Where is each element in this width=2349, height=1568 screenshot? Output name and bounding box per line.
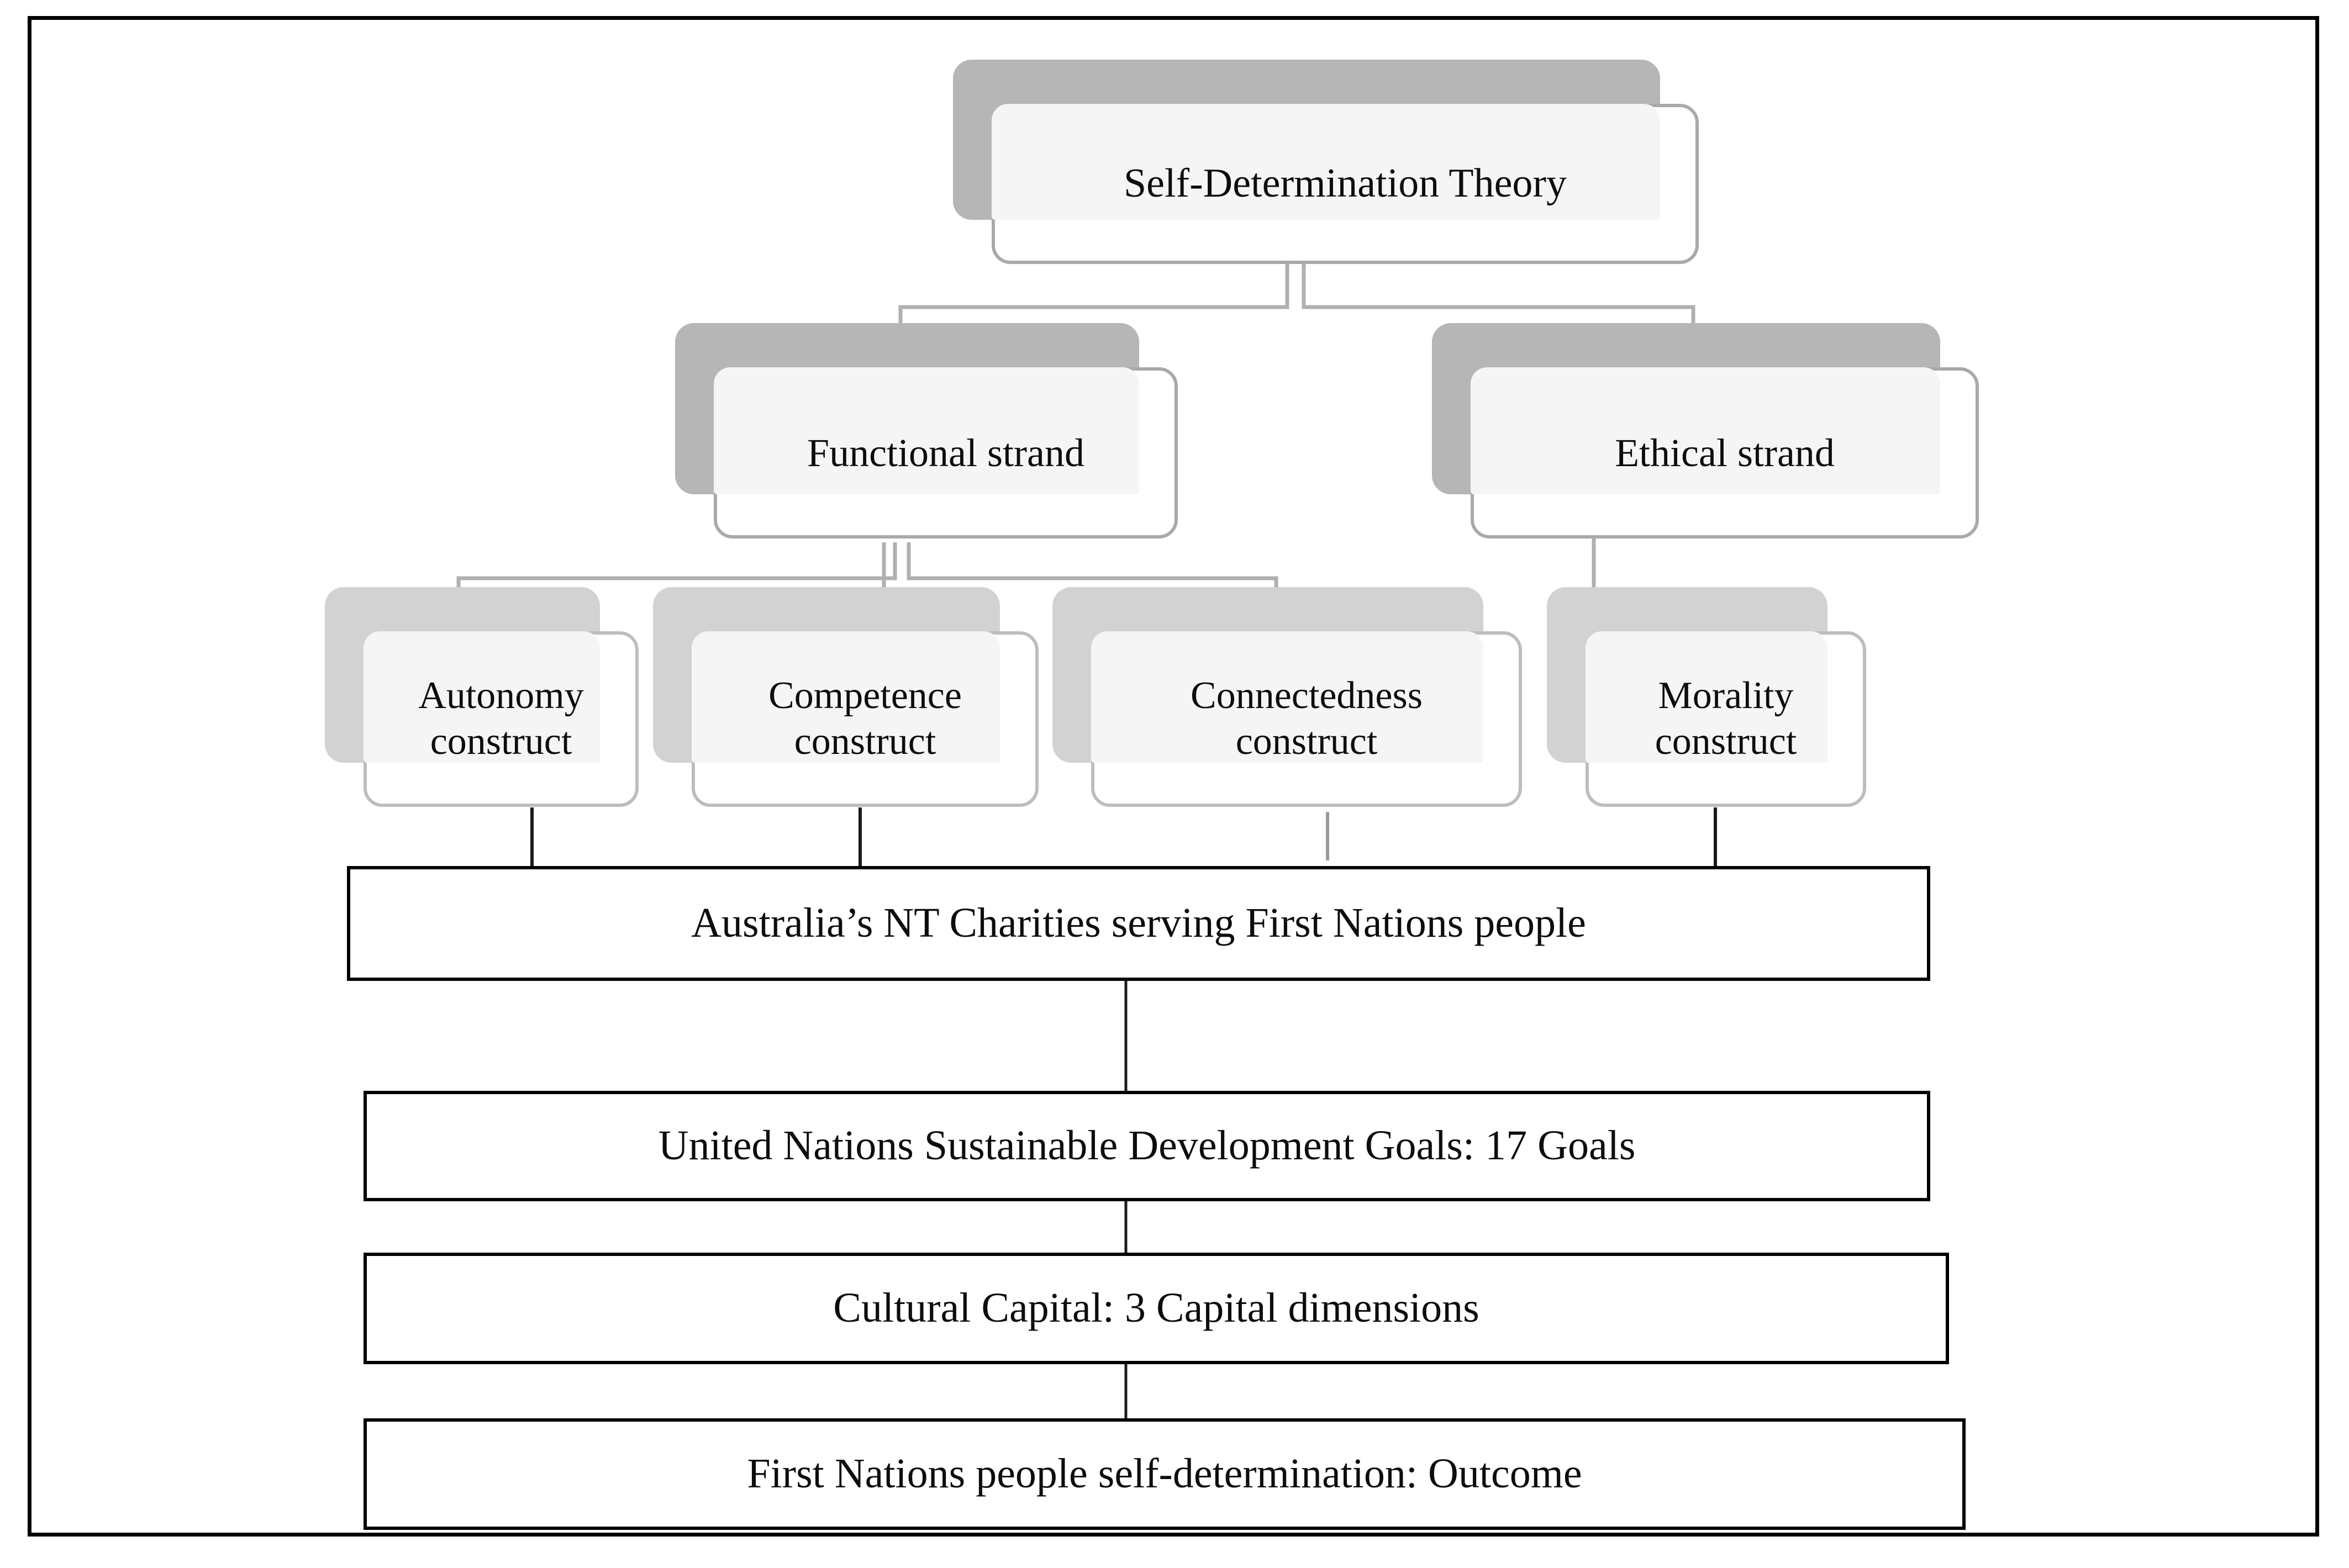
node-connectedness-construct[interactable]: Connectedness construct	[1052, 587, 1522, 807]
node-functional-strand[interactable]: Functional strand	[675, 323, 1178, 538]
node-sheen	[692, 631, 1000, 763]
node-cultural-capital[interactable]: Cultural Capital: 3 Capital dimensions	[364, 1253, 1949, 1364]
node-label: Morality construct	[1655, 674, 1797, 763]
node-competence-construct[interactable]: Competence construct	[653, 587, 1039, 807]
node-sheen	[1471, 367, 1940, 494]
node-un-sdg[interactable]: United Nations Sustainable Development G…	[364, 1091, 1930, 1201]
node-sheen	[364, 631, 600, 763]
node-label: United Nations Sustainable Development G…	[658, 1122, 1636, 1169]
node-label: Connectedness construct	[1191, 674, 1423, 763]
node-morality-construct[interactable]: Morality construct	[1547, 587, 1866, 807]
node-self-determination-theory[interactable]: Self-Determination Theory	[953, 60, 1699, 264]
node-label: Cultural Capital: 3 Capital dimensions	[833, 1285, 1479, 1332]
node-label: Ethical strand	[1615, 430, 1835, 475]
node-autonomy-construct[interactable]: Autonomy construct	[325, 587, 639, 807]
node-sheen	[992, 104, 1660, 220]
node-nt-charities[interactable]: Australia’s NT Charities serving First N…	[347, 866, 1930, 981]
node-label: Functional strand	[807, 430, 1084, 475]
node-first-nations-outcome[interactable]: First Nations people self-determination:…	[364, 1418, 1966, 1530]
node-label: Competence construct	[768, 674, 962, 763]
node-label: Self-Determination Theory	[1123, 161, 1567, 207]
node-label: First Nations people self-determination:…	[747, 1450, 1582, 1497]
figure-outer-border	[28, 16, 2319, 1537]
node-ethical-strand[interactable]: Ethical strand	[1432, 323, 1979, 538]
node-label: Autonomy construct	[418, 674, 584, 763]
node-sheen	[1586, 631, 1827, 763]
node-label: Australia’s NT Charities serving First N…	[691, 900, 1586, 947]
node-sheen	[714, 367, 1139, 494]
node-sheen	[1091, 631, 1483, 763]
